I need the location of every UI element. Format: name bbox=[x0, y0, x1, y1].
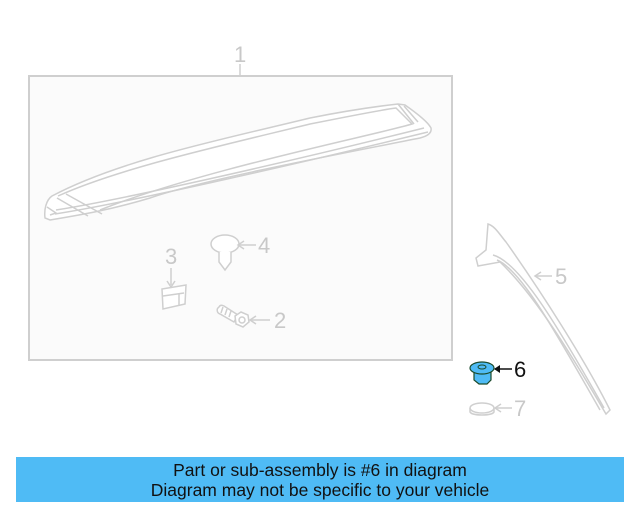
clip-part-3[interactable] bbox=[161, 268, 187, 310]
spoiler-part-1[interactable] bbox=[44, 103, 432, 221]
push-pin-part-4[interactable] bbox=[210, 234, 256, 272]
info-banner: Part or sub-assembly is #6 in diagram Di… bbox=[16, 457, 624, 502]
flange-nut-part-6[interactable] bbox=[469, 361, 512, 385]
banner-part-info: Part or sub-assembly is #6 in diagram bbox=[173, 460, 467, 480]
callout-7[interactable]: 7 bbox=[514, 396, 527, 421]
callout-2[interactable]: 2 bbox=[274, 308, 287, 333]
trim-part-5[interactable] bbox=[475, 223, 611, 416]
washer-part-7[interactable] bbox=[469, 402, 512, 416]
banner-disclaimer: Diagram may not be specific to your vehi… bbox=[150, 480, 490, 500]
callout-1[interactable]: 1 bbox=[234, 42, 247, 67]
callout-5[interactable]: 5 bbox=[555, 264, 568, 289]
callout-6[interactable]: 6 bbox=[514, 357, 527, 382]
callout-4[interactable]: 4 bbox=[258, 233, 271, 258]
callout-3[interactable]: 3 bbox=[165, 244, 178, 269]
bolt-part-2[interactable] bbox=[216, 304, 270, 328]
